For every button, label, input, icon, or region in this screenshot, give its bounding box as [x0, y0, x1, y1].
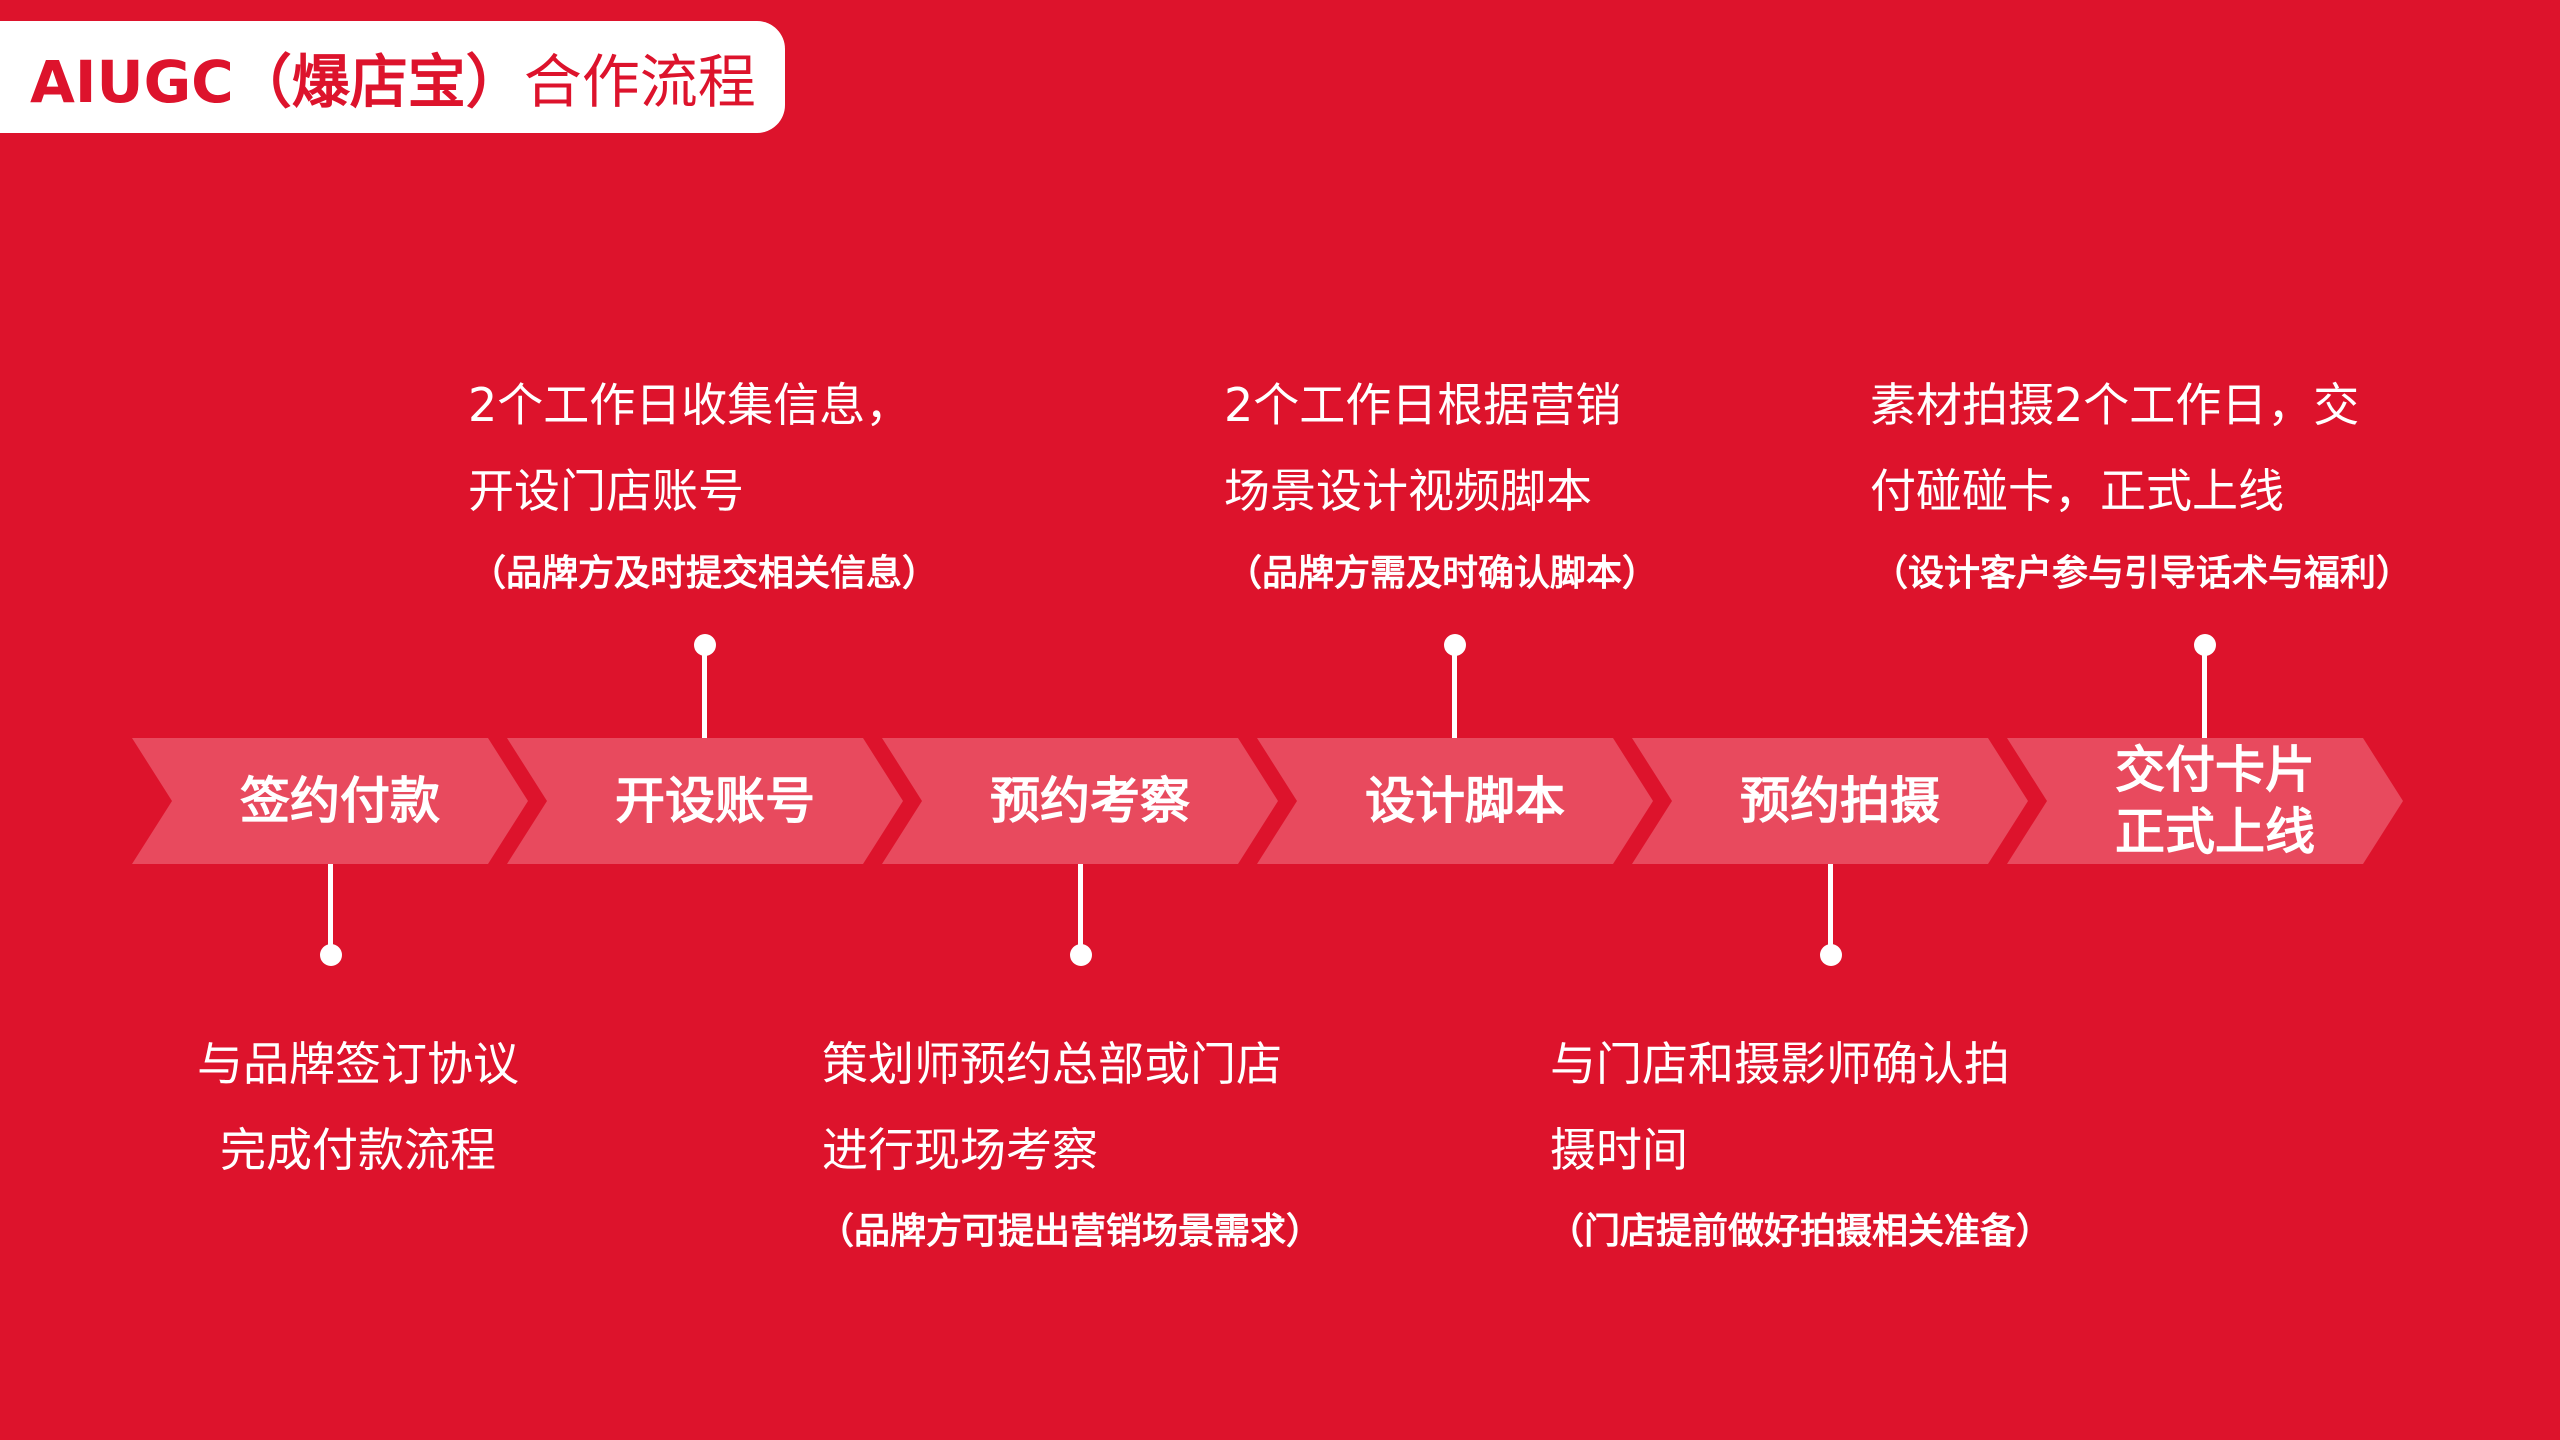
desc-step-4-line2: 场景设计视频脚本: [1224, 464, 1592, 518]
desc-step-1-line2: 完成付款流程: [220, 1123, 496, 1177]
desc-step-1: 与品牌签订协议 完成付款流程: [188, 1021, 528, 1193]
desc-step-2: 2个工作日收集信息， 开设门店账号: [468, 362, 911, 534]
desc-step-5: 与门店和摄影师确认拍 摄时间: [1550, 1021, 2010, 1193]
step-1-label: 签约付款: [240, 772, 440, 830]
connector-dot-5: [1820, 944, 1842, 966]
note-step-3: （品牌方可提出营销场景需求）: [818, 1211, 1323, 1252]
desc-step-6-line2: 付碰碰卡，正式上线: [1870, 464, 2284, 518]
connector-dot-1: [320, 944, 342, 966]
connector-dot-3: [1070, 944, 1092, 966]
desc-step-4-line1: 2个工作日根据营销: [1224, 378, 1622, 432]
note-step-5: （门店提前做好拍摄相关准备）: [1548, 1211, 2053, 1252]
chevron-step-2: [507, 738, 903, 864]
chevron-step-3: [882, 738, 1278, 864]
chevron-step-1: [132, 738, 528, 864]
step-3-label: 预约考察: [990, 772, 1190, 830]
desc-step-6-line1: 素材拍摄2个工作日，交: [1870, 378, 2360, 432]
desc-step-1-line1: 与品牌签订协议: [197, 1037, 519, 1091]
desc-step-2-line2: 开设门店账号: [468, 464, 744, 518]
chevron-step-4: [1257, 738, 1653, 864]
note-step-2: （品牌方及时提交相关信息）: [470, 553, 939, 594]
desc-step-4: 2个工作日根据营销 场景设计视频脚本: [1224, 362, 1621, 534]
connector-line-1: [328, 864, 333, 954]
desc-step-5-line1: 与门店和摄影师确认拍: [1550, 1037, 2010, 1091]
step-6-label: 交付卡片 正式上线: [2115, 741, 2315, 861]
chevron-step-6: [2007, 738, 2403, 864]
step-2-label: 开设账号: [615, 772, 815, 830]
title-brand: AIUGC（爆店宝）: [30, 48, 524, 116]
desc-step-2-line1: 2个工作日收集信息，: [468, 378, 912, 432]
note-step-4: （品牌方需及时确认脚本）: [1226, 553, 1659, 594]
connector-line-3: [1078, 864, 1083, 954]
desc-step-3-line1: 策划师预约总部或门店: [822, 1037, 1282, 1091]
page-title: AIUGC（爆店宝）合作流程: [0, 21, 785, 133]
desc-step-6: 素材拍摄2个工作日，交 付碰碰卡，正式上线: [1870, 362, 2359, 534]
note-step-6: （设计客户参与引导话术与福利）: [1872, 553, 2413, 594]
desc-step-3-line2: 进行现场考察: [822, 1123, 1098, 1177]
connector-line-6: [2202, 645, 2207, 738]
desc-step-5-line2: 摄时间: [1550, 1123, 1688, 1177]
title-text: 合作流程: [523, 48, 756, 116]
connector-line-4: [1452, 645, 1457, 738]
desc-step-3: 策划师预约总部或门店 进行现场考察: [822, 1021, 1282, 1193]
connector-line-2: [702, 645, 707, 738]
step-4-label: 设计脚本: [1365, 772, 1565, 830]
step-5-label: 预约拍摄: [1740, 772, 1940, 830]
connector-line-5: [1828, 864, 1833, 954]
chevron-step-5: [1632, 738, 2028, 864]
